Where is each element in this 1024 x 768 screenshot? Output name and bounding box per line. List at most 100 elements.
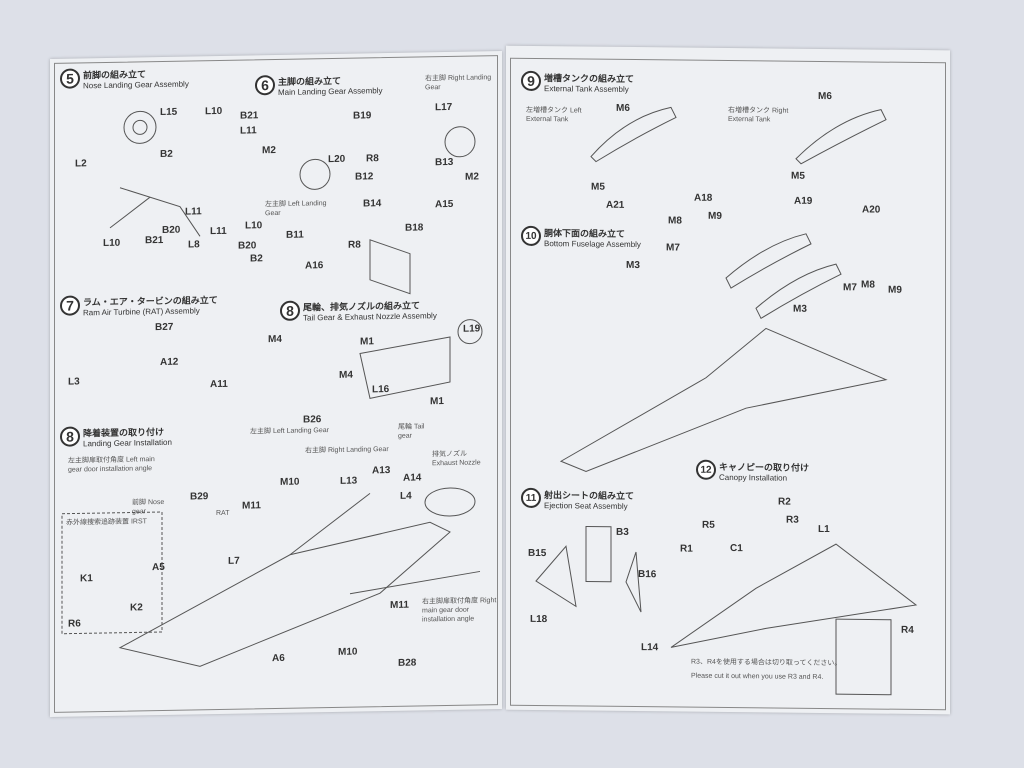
part-label: M2 (465, 171, 479, 183)
assembly-drawings (61, 110, 483, 667)
note: 右主脚 Right Landing Gear (425, 74, 492, 92)
part-label: B15 (528, 547, 547, 560)
part-label: B21 (240, 110, 259, 122)
part-label: B14 (363, 198, 382, 210)
part-label: B21 (145, 234, 164, 247)
part-label: M10 (338, 646, 358, 658)
part-label: L8 (188, 239, 200, 251)
part-label: M1 (360, 336, 374, 348)
note: 右主脚 Right Landing Gear (305, 446, 389, 455)
part-label: R2 (778, 496, 791, 508)
part-label: L17 (435, 101, 453, 114)
heading-en: Landing Gear Installation (83, 437, 172, 449)
part-label: M5 (591, 181, 605, 193)
part-label: M2 (262, 145, 276, 157)
part-label: A13 (372, 465, 391, 477)
part-label: B11 (286, 229, 304, 241)
step-number: 8 (280, 300, 300, 321)
note: 左主脚扉取付角度 Left main gear door installatio… (68, 456, 155, 474)
part-label: L2 (75, 158, 87, 170)
part-label: R4 (901, 624, 914, 636)
part-label: L16 (372, 384, 390, 396)
part-label: B16 (638, 569, 657, 581)
part-label: B19 (353, 110, 372, 122)
heading-jp: 胴体下面の組み立て (544, 228, 626, 239)
part-label: A16 (305, 260, 324, 272)
wheel-drawing (444, 126, 476, 158)
irst-detail-box (61, 511, 163, 635)
note: 赤外線捜索追跡装置 IRST (66, 518, 147, 527)
strut-drawing (109, 187, 201, 237)
part-label: M3 (793, 303, 807, 315)
part-label: R5 (702, 519, 715, 531)
step-number: 8 (60, 426, 80, 447)
part-label: B20 (162, 224, 181, 236)
part-label: M11 (390, 599, 409, 612)
part-label: M9 (708, 210, 722, 222)
right-tank-drawing (795, 109, 887, 165)
part-label: B13 (435, 156, 454, 169)
part-label: M1 (430, 396, 444, 408)
part-label: A15 (435, 198, 454, 211)
part-label: L14 (641, 642, 659, 654)
part-label: R3 (786, 514, 799, 526)
note: 左主脚 Left Landing Gear (265, 200, 327, 218)
note: 前脚 Nose gear (132, 498, 165, 516)
part-label: K2 (130, 602, 143, 614)
part-label: M8 (861, 279, 875, 291)
part-label: L3 (68, 376, 80, 388)
part-label: L20 (328, 153, 346, 166)
part-label: B2 (160, 148, 173, 161)
part-label: M4 (268, 333, 282, 346)
part-label: A20 (862, 204, 881, 216)
part-label: A6 (272, 652, 285, 665)
part-label: R6 (68, 618, 81, 630)
canopy-aircraft-drawing (670, 543, 918, 648)
wheel-drawing (299, 158, 331, 190)
part-label: A18 (694, 192, 713, 204)
part-label: B26 (303, 414, 322, 426)
heading-jp: キャノピーの取り付け (719, 461, 810, 473)
step-number: 7 (60, 295, 80, 316)
part-label: M5 (791, 170, 805, 182)
note: 尾輪 Tail gear (398, 423, 425, 440)
part-label: L11 (210, 225, 227, 238)
note: 左増槽タンク Left External Tank (526, 106, 582, 124)
part-label: K1 (80, 573, 93, 585)
heading-en: Bottom Fuselage Assembly (544, 239, 641, 250)
part-label: L11 (240, 125, 257, 137)
part-label: A5 (152, 561, 165, 574)
note: 右増槽タンク Right External Tank (728, 107, 789, 124)
part-label: M9 (888, 284, 902, 296)
part-label: R8 (366, 153, 379, 165)
part-label: B27 (155, 321, 174, 334)
assembly-drawings (535, 106, 918, 696)
ejection-seat-drawing (585, 526, 612, 583)
step-number: 5 (60, 68, 80, 89)
heading-en: Main Landing Gear Assembly (278, 86, 383, 97)
part-label: L10 (245, 220, 263, 232)
part-label: B28 (398, 657, 417, 669)
part-label: M7 (666, 242, 680, 254)
part-label: B3 (616, 526, 629, 538)
part-label: B20 (238, 240, 257, 252)
exhaust-nozzle-drawing (424, 487, 476, 517)
nozzle-drawing (359, 336, 451, 399)
part-label: M6 (818, 90, 832, 103)
part-label: R1 (680, 543, 693, 555)
heading-en: Canopy Installation (719, 472, 788, 483)
part-label: R8 (348, 239, 361, 251)
part-label: L13 (340, 475, 358, 487)
left-tank-drawing (590, 106, 677, 163)
part-label: M10 (280, 476, 300, 488)
note: 排気ノズル Exhaust Nozzle (432, 450, 481, 468)
seat-drawing (535, 545, 642, 613)
part-label: B18 (405, 222, 424, 234)
